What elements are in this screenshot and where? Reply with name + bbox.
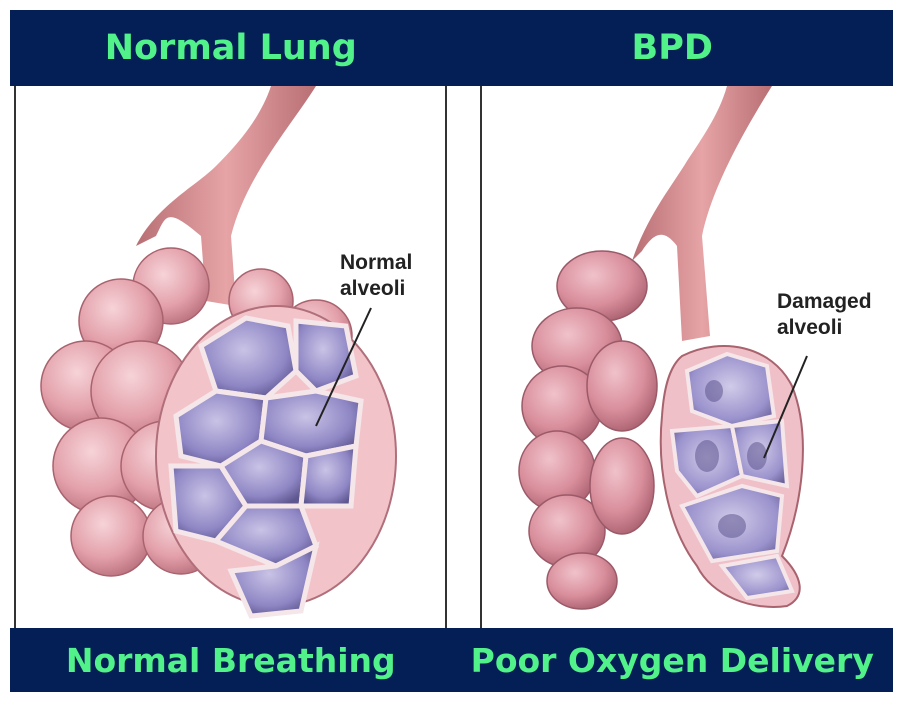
damaged-alveoli-label-line2: alveoli	[777, 315, 872, 341]
bpd-title: BPD	[452, 10, 894, 86]
damaged-alveoli-cross-section	[661, 346, 803, 607]
normal-lung-title: Normal Lung	[10, 10, 452, 86]
bpd-panel: Damaged alveoli	[480, 86, 895, 628]
damaged-alveoli-label-line1: Damaged	[777, 289, 872, 315]
bpd-bronchiole-shape	[632, 86, 772, 341]
normal-alveoli-label: Normal alveoli	[340, 250, 412, 302]
header-banner: Normal Lung BPD	[10, 10, 893, 86]
damaged-alveoli-label: Damaged alveoli	[777, 289, 872, 341]
normal-breathing-caption: Normal Breathing	[10, 628, 452, 692]
damaged-alveoli-illustration	[482, 86, 895, 628]
normal-alveoli-label-line1: Normal	[340, 250, 412, 276]
normal-alveoli-illustration	[16, 86, 445, 628]
normal-alveoli-label-line2: alveoli	[340, 276, 412, 302]
bpd-alveolar-sac	[519, 251, 657, 609]
normal-lung-panel: Normal alveoli	[14, 86, 447, 628]
poor-oxygen-caption: Poor Oxygen Delivery	[452, 628, 894, 692]
footer-banner: Normal Breathing Poor Oxygen Delivery	[10, 628, 893, 692]
